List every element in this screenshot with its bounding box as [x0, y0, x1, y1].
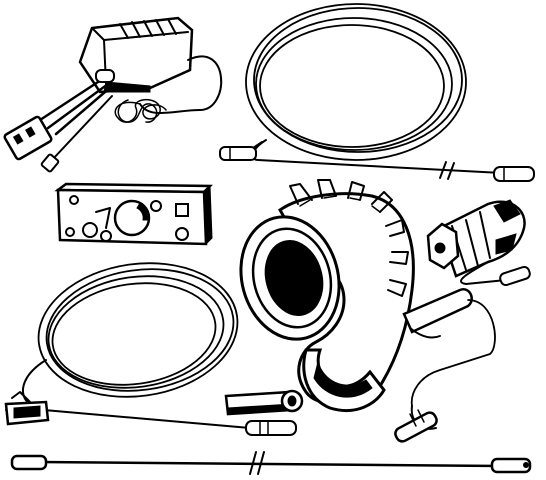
terminal-plate-icon: [54, 182, 213, 246]
burner-elbow-housing-icon: [239, 179, 496, 413]
coiled-sensor-cable-icon: [219, 3, 535, 182]
coiled-lead-with-clip-icon: [4, 262, 297, 436]
straight-rod-icon: [10, 451, 532, 475]
temperature-sensor-icon: [426, 199, 531, 287]
control-unit-icon: [3, 16, 223, 173]
connector-sleeve-icon: [224, 389, 304, 416]
capillary-probe-icon: [394, 405, 438, 443]
